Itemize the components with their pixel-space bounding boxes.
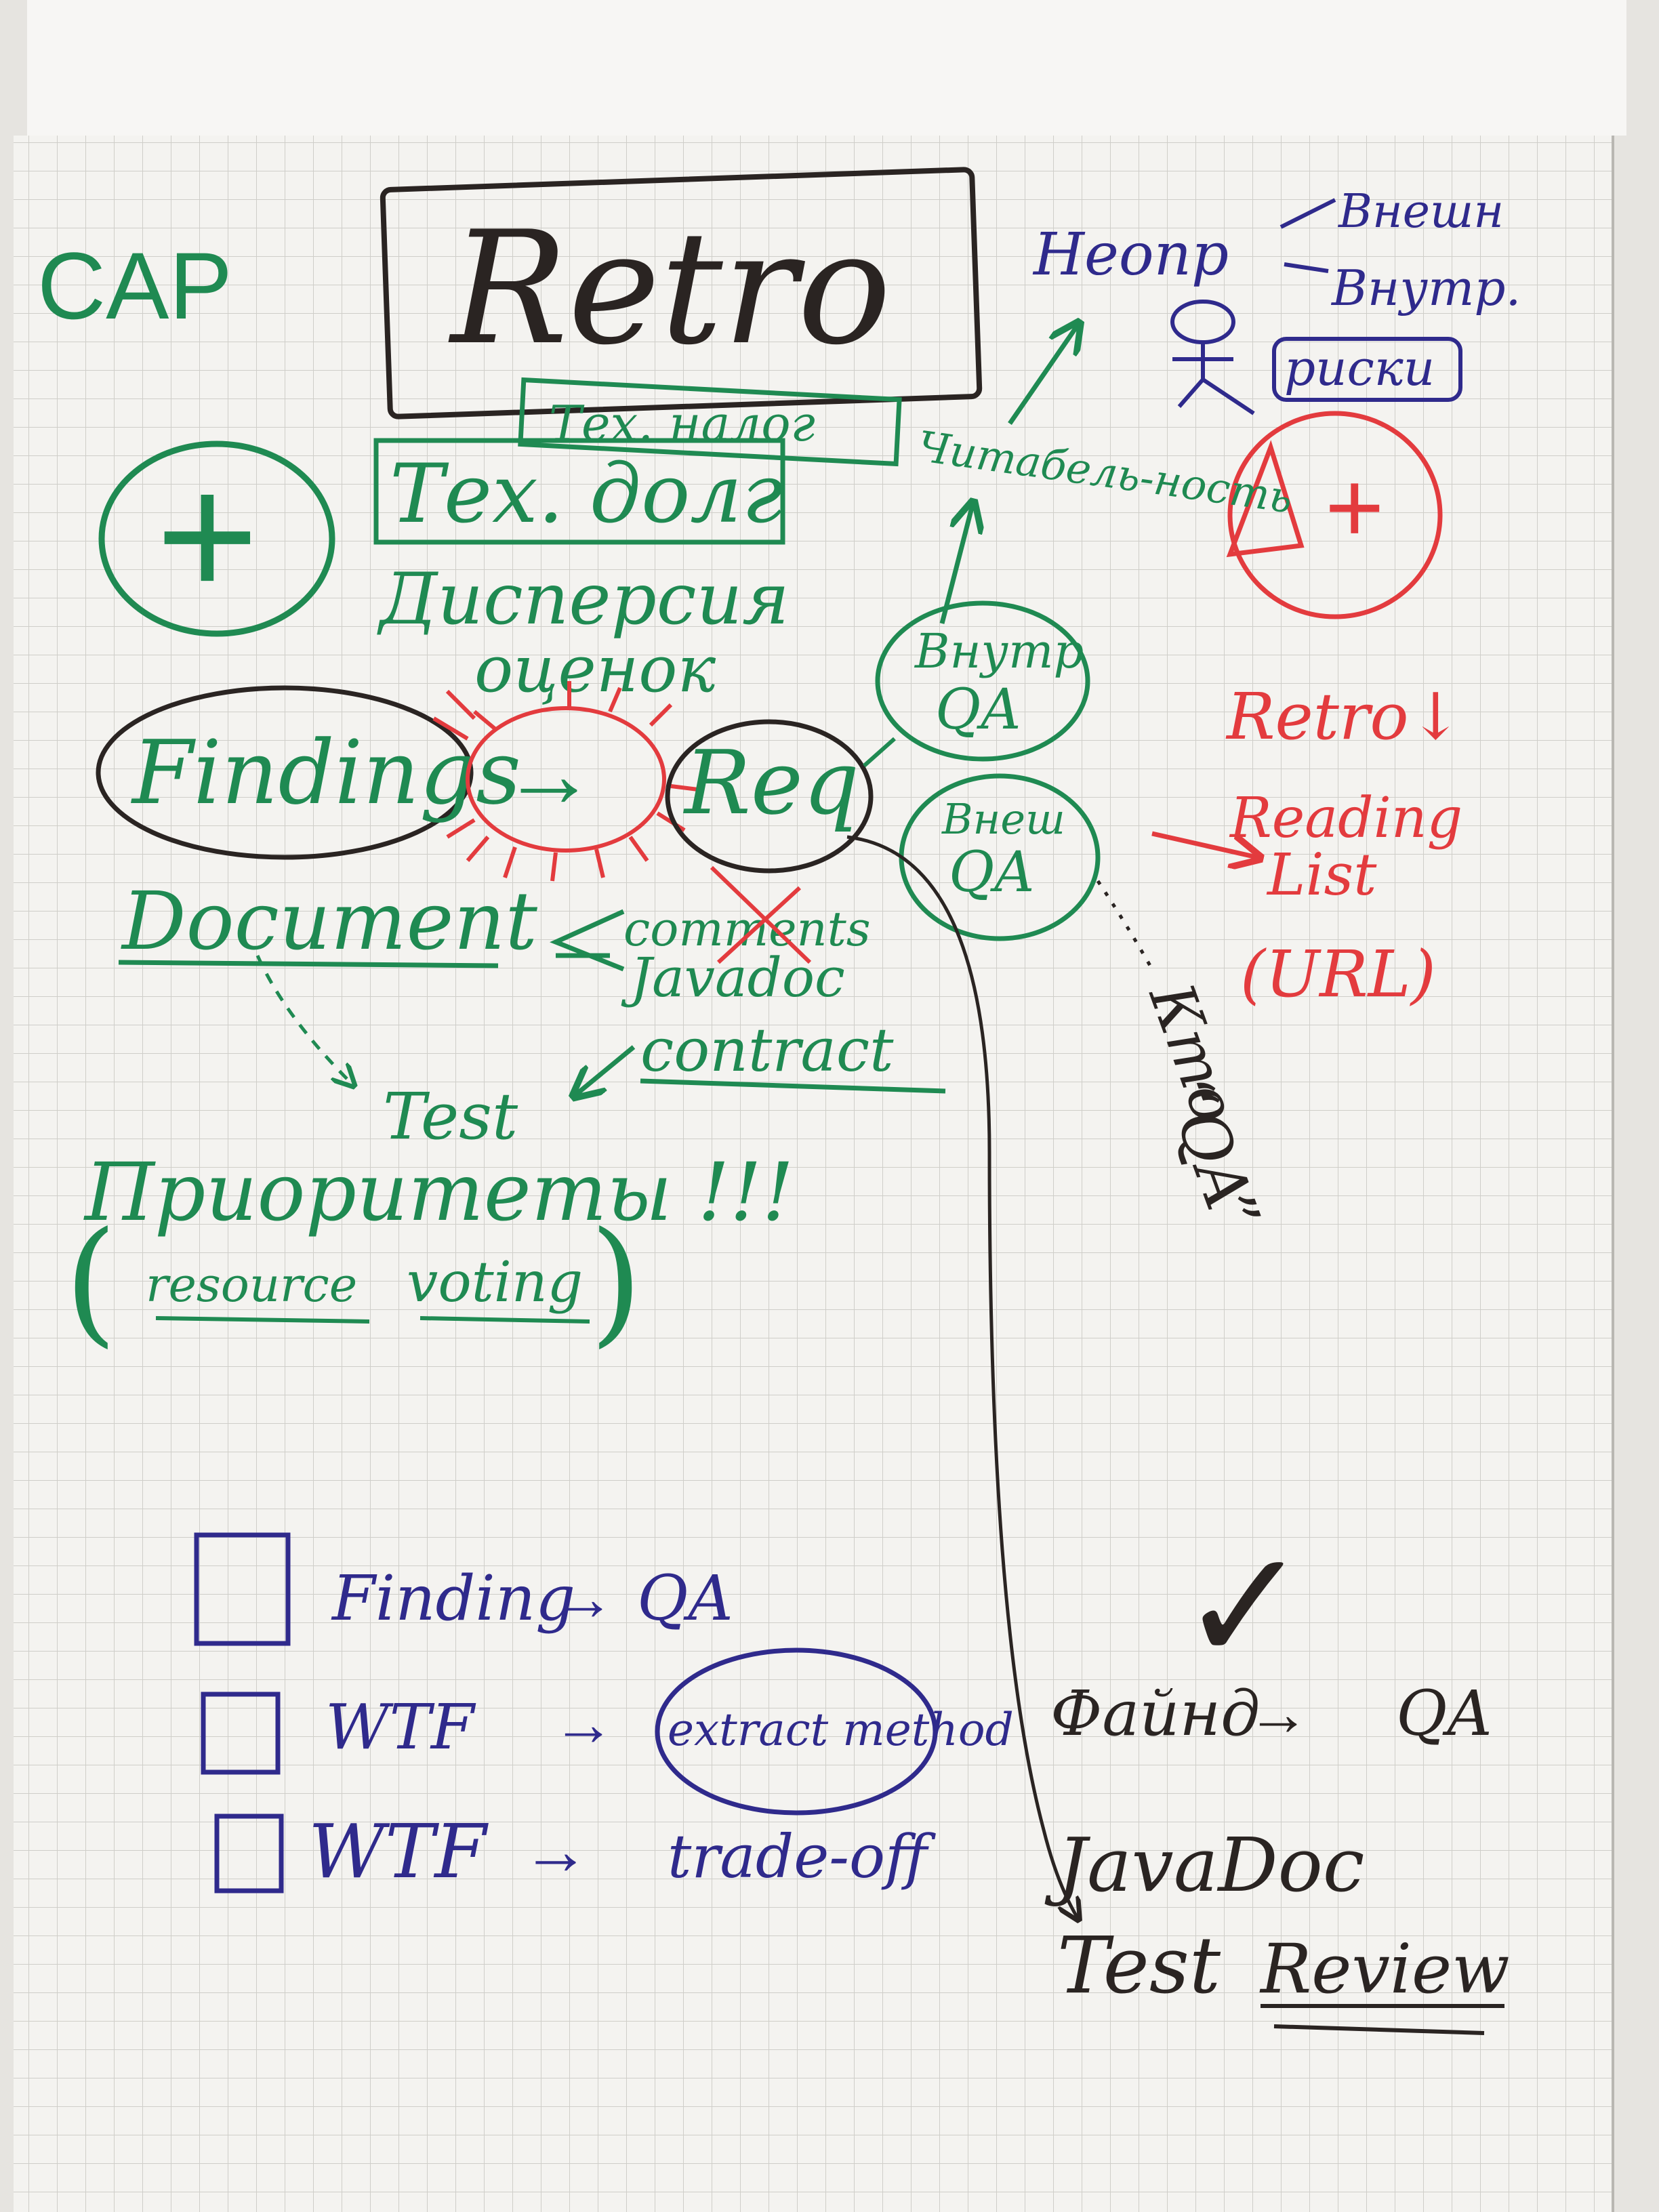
resource-underline xyxy=(155,1316,370,1324)
vnesh-qa-line2: QA xyxy=(949,840,1034,905)
checklist-3-right: trade-off xyxy=(668,1822,936,1891)
arrow-contract-to-test xyxy=(576,1045,636,1094)
dispersion-line2: оценок xyxy=(474,632,716,707)
checklist-2-right: extract method xyxy=(668,1704,1014,1756)
done-test: Test xyxy=(1057,1921,1221,2011)
checkbox-2[interactable] xyxy=(201,1692,281,1775)
delta-icon xyxy=(1226,440,1305,558)
tech-debt-box xyxy=(518,377,902,467)
retro-title-box xyxy=(380,167,983,419)
vnutr-label: Внутр. xyxy=(1330,260,1521,316)
tech-nalog-label: Тех. налог xyxy=(549,395,815,452)
dispersion-line1: Дисперсия xyxy=(377,558,790,640)
delta-plus: + xyxy=(1325,450,1385,564)
checkbox-3[interactable] xyxy=(214,1814,284,1893)
paren-open: ( xyxy=(64,1203,117,1361)
test-label: Test xyxy=(383,1080,518,1154)
done-check: ✓ xyxy=(1179,1517,1310,1698)
javadoc-label: Javadoc xyxy=(621,946,845,1009)
checkbox-1[interactable] xyxy=(194,1532,291,1646)
checklist-3-arrow: → xyxy=(522,1813,590,1889)
vnesh-qa-line1: Внеш xyxy=(941,794,1065,844)
comments-label: comments xyxy=(623,901,871,957)
cap-label: CAP xyxy=(37,232,232,339)
vnutr-qa-line1: Внутр xyxy=(914,623,1084,679)
priorities-label: Приоритеты !!! xyxy=(83,1145,794,1239)
retro-title: Retro xyxy=(448,199,891,380)
riski-box xyxy=(1272,337,1462,402)
comments-strike-red-2 xyxy=(716,886,802,964)
contract-underline xyxy=(640,1078,946,1094)
findings-ellipse xyxy=(96,685,474,860)
done-line1-right: QA xyxy=(1396,1677,1492,1750)
done-line1-arrow: → xyxy=(1247,1679,1309,1748)
reading-label: Reading xyxy=(1229,786,1462,851)
url-label: (URL) xyxy=(1240,937,1436,1012)
vnutr-qa-circle xyxy=(875,600,1090,762)
req-link-green xyxy=(863,737,896,768)
red-spiky-ellipse xyxy=(432,681,699,882)
list-label: List xyxy=(1266,842,1377,909)
findings-to-req-arrow: → xyxy=(501,720,596,827)
riski-label: риски xyxy=(1284,340,1435,396)
checklist-2-arrow: → xyxy=(552,1689,615,1759)
document-underline xyxy=(118,960,499,968)
checklist: Finding → QA WTF → extract method WTF → … xyxy=(194,1532,1014,1895)
paren-close: ) xyxy=(590,1203,642,1361)
checklist-1-left: Finding xyxy=(331,1562,575,1635)
tech-dolg-label: Тех. долг xyxy=(390,447,783,541)
arrow-to-neopr xyxy=(1008,325,1078,425)
retro-down-label: Retro↓ xyxy=(1225,680,1462,754)
resource-label: resource xyxy=(146,1257,357,1313)
plus-circle xyxy=(98,441,335,637)
voting-underline xyxy=(419,1316,590,1324)
done-review: Review xyxy=(1259,1929,1510,2009)
review-underline-2 xyxy=(1273,2024,1485,2035)
document-label: Document xyxy=(121,874,537,968)
extract-method-ellipse xyxy=(655,1647,938,1816)
voting-label: voting xyxy=(407,1250,583,1315)
plus-symbol: + xyxy=(156,438,259,634)
findings-label: Findings xyxy=(131,721,521,824)
stick-figure-icon xyxy=(1170,300,1255,415)
neopr-label: Неопр xyxy=(1032,221,1229,289)
checklist-1-right: QA xyxy=(637,1562,733,1635)
comments-strike-red xyxy=(710,865,812,964)
checklist-2-left: WTF xyxy=(325,1691,476,1763)
arrow-to-reading xyxy=(1151,831,1257,857)
vneshn-label: Внешн xyxy=(1337,185,1504,239)
top-sheet-edge xyxy=(27,0,1626,136)
done-javadoc: JavaDoc xyxy=(1044,1822,1364,1908)
tech-dolg-box xyxy=(373,438,785,545)
checklist-3-left: WTF xyxy=(308,1808,489,1895)
contract-label: contract xyxy=(640,1015,894,1085)
branch-vneshn xyxy=(1279,198,1336,229)
double-arrow-to-document xyxy=(550,909,625,972)
done-line1-left: Файнд xyxy=(1050,1677,1260,1750)
branch-vnutr xyxy=(1284,262,1329,273)
req-to-review-curve xyxy=(846,835,1078,1918)
arrow-to-chitabelnost xyxy=(939,505,972,624)
vnutr-qa-line2: QA xyxy=(935,678,1021,742)
req-ellipse xyxy=(665,719,874,874)
req-label: Req xyxy=(683,731,859,834)
checklist-1-arrow: → xyxy=(552,1564,615,1633)
delta-circle xyxy=(1227,411,1443,619)
